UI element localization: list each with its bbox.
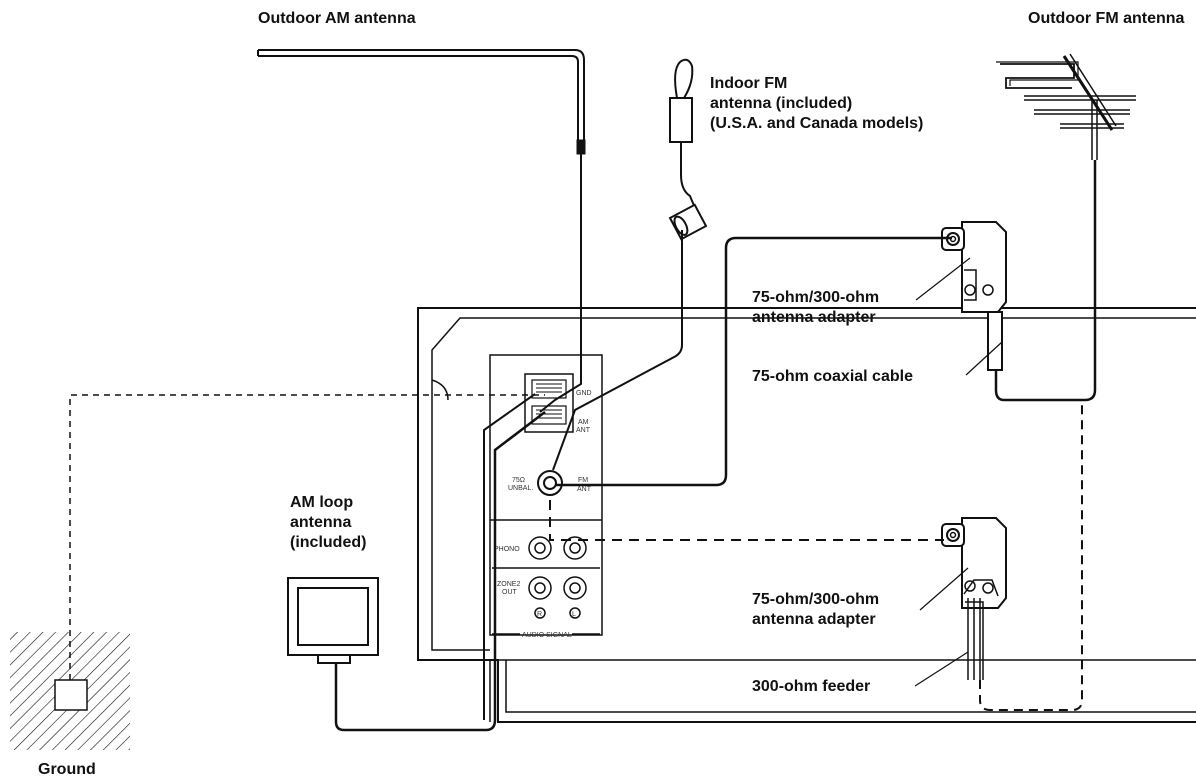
zone2-label-1: ZONE2 bbox=[497, 581, 520, 588]
indoor-fm-antenna bbox=[552, 58, 708, 471]
indoor-fm-line-1: Indoor FM bbox=[710, 75, 788, 92]
am-terminal-block bbox=[524, 373, 574, 433]
indoor-fm-line-3: (U.S.A. and Canada models) bbox=[710, 115, 924, 132]
fm-ant-label-2: ANT bbox=[577, 486, 592, 493]
ground-label: Ground bbox=[38, 761, 96, 778]
am-loop-antenna-label: AM loop antenna (included) bbox=[290, 493, 366, 553]
am-loop-line-2: antenna bbox=[290, 514, 352, 531]
adapter-bottom bbox=[941, 400, 1083, 711]
adapter-top-label: 75-ohm/300-ohm antenna adapter bbox=[752, 288, 879, 328]
left-channel-label: L bbox=[572, 611, 576, 618]
phono-label: PHONO bbox=[494, 546, 520, 553]
adapter-top bbox=[941, 221, 1007, 371]
coaxial-cable-label: 75-ohm coaxial cable bbox=[752, 368, 913, 385]
outdoor-fm-antenna-label: Outdoor FM antenna bbox=[1028, 10, 1185, 27]
indoor-fm-line-2: antenna (included) bbox=[710, 95, 853, 112]
adapter-top-line-1: 75-ohm/300-ohm bbox=[752, 289, 880, 306]
outdoor-fm-antenna bbox=[994, 53, 1136, 402]
panel-labels: GND AM ANT 75Ω UNBAL. FM ANT PHONO ZONE2… bbox=[494, 390, 592, 639]
coaxial-cable bbox=[556, 236, 952, 487]
fm-antenna-jack[interactable] bbox=[537, 470, 563, 496]
fm-ant-label-1: FM bbox=[578, 477, 588, 484]
ground bbox=[10, 394, 545, 750]
indoor-fm-antenna-label: Indoor FM antenna (included) (U.S.A. and… bbox=[710, 74, 923, 134]
leader-lines bbox=[914, 257, 1003, 687]
am-loop-antenna bbox=[287, 393, 546, 732]
gnd-label: GND bbox=[576, 390, 592, 397]
am-ant-label-2: ANT bbox=[576, 427, 591, 434]
audio-signal-label: AUDIO SIGNAL bbox=[522, 632, 572, 639]
feeder-label: 300-ohm feeder bbox=[752, 678, 871, 695]
unbal-label-2: UNBAL. bbox=[508, 485, 533, 492]
am-loop-line-3: (included) bbox=[290, 534, 367, 551]
alternate-connection bbox=[549, 500, 944, 541]
outdoor-am-antenna-label: Outdoor AM antenna bbox=[258, 10, 416, 27]
adapter-bottom-line-2: antenna adapter bbox=[752, 611, 876, 628]
am-ant-label-1: AM bbox=[578, 419, 589, 426]
receiver-rear-panel bbox=[417, 307, 1196, 723]
audio-jacks bbox=[492, 536, 600, 635]
right-channel-label: R bbox=[537, 611, 542, 618]
zone2-label-2: OUT bbox=[502, 589, 518, 596]
adapter-top-line-2: antenna adapter bbox=[752, 309, 876, 326]
unbal-label-1: 75Ω bbox=[512, 477, 525, 484]
am-loop-line-1: AM loop bbox=[290, 494, 354, 511]
outdoor-am-antenna bbox=[257, 49, 586, 413]
adapter-bottom-label: 75-ohm/300-ohm antenna adapter bbox=[752, 590, 879, 630]
adapter-bottom-line-1: 75-ohm/300-ohm bbox=[752, 591, 880, 608]
